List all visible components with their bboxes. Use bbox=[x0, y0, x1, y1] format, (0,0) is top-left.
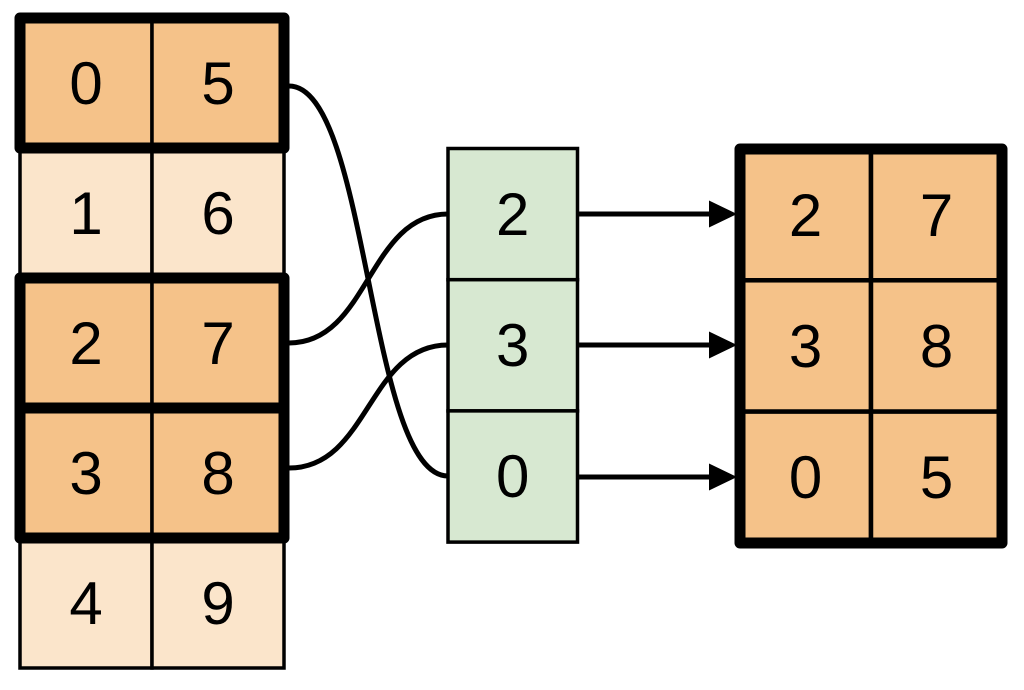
source-cell-0-1-label: 5 bbox=[201, 50, 234, 117]
source-cell-4-1-label: 9 bbox=[201, 570, 234, 637]
result-cell-2-1-label: 5 bbox=[920, 444, 953, 511]
source-row-3: 3 8 bbox=[18, 406, 286, 540]
connector-row3-to-index3 bbox=[286, 342, 451, 471]
source-cell-1-1 bbox=[150, 146, 286, 280]
index-column: 2 3 0 bbox=[446, 146, 580, 544]
source-cell-2-1 bbox=[150, 276, 286, 410]
source-row-1: 1 6 bbox=[18, 146, 286, 280]
arrow-2 bbox=[577, 463, 737, 491]
source-cell-4-1 bbox=[150, 536, 286, 670]
source-cell-3-1-label: 8 bbox=[201, 440, 234, 507]
result-row-1: 3 8 bbox=[737, 278, 1005, 414]
selected-row-3-outline bbox=[14, 402, 290, 544]
source-row-0: 0 5 bbox=[18, 16, 286, 150]
source-cell-0-0-label: 0 bbox=[69, 50, 102, 117]
result-cell-1-0-label: 3 bbox=[789, 313, 822, 380]
result-cell-0-1-label: 7 bbox=[920, 182, 953, 249]
index-to-result-arrows bbox=[577, 200, 737, 491]
source-cell-4-0 bbox=[18, 536, 154, 670]
source-cell-1-0-label: 1 bbox=[69, 180, 102, 247]
source-row-2: 2 7 bbox=[18, 276, 286, 410]
index-cell-2 bbox=[446, 409, 580, 544]
arrow-1 bbox=[577, 331, 737, 359]
source-cell-4-0-label: 4 bbox=[69, 570, 102, 637]
result-cell-1-1-label: 8 bbox=[920, 313, 953, 380]
result-cell-2-0 bbox=[737, 409, 874, 546]
index-cell-0-label: 2 bbox=[496, 181, 529, 248]
connector-row2-to-index2 bbox=[286, 211, 451, 346]
result-row-2: 0 5 bbox=[737, 409, 1005, 546]
source-cell-2-0-label: 2 bbox=[69, 310, 102, 377]
arrow-2-head bbox=[709, 463, 737, 491]
result-table: 2 7 3 8 0 5 bbox=[734, 143, 1008, 549]
source-cell-3-1 bbox=[150, 406, 286, 540]
result-cell-2-1 bbox=[868, 409, 1005, 546]
source-row-4: 4 9 bbox=[18, 536, 286, 670]
index-cell-2-label: 0 bbox=[496, 443, 529, 510]
source-cell-0-1 bbox=[150, 16, 286, 150]
arrow-1-head bbox=[709, 331, 737, 359]
result-row-0: 2 7 bbox=[737, 146, 1005, 283]
index-cell-1-label: 3 bbox=[496, 312, 529, 379]
result-cell-2-0-label: 0 bbox=[789, 444, 822, 511]
result-cell-0-0-label: 2 bbox=[789, 182, 822, 249]
source-cell-3-0-label: 3 bbox=[69, 440, 102, 507]
result-cell-1-1 bbox=[868, 278, 1005, 414]
arrow-0 bbox=[577, 200, 737, 228]
index-cell-0 bbox=[446, 146, 580, 282]
arrow-0-head bbox=[709, 200, 737, 228]
source-cell-2-1-label: 7 bbox=[201, 310, 234, 377]
connector-curves bbox=[286, 83, 451, 479]
result-table-outline bbox=[734, 143, 1008, 549]
source-cell-1-1-label: 6 bbox=[201, 180, 234, 247]
selected-row-0-outline bbox=[14, 12, 290, 154]
source-table: 0 5 1 6 2 7 3 8 bbox=[14, 12, 290, 670]
